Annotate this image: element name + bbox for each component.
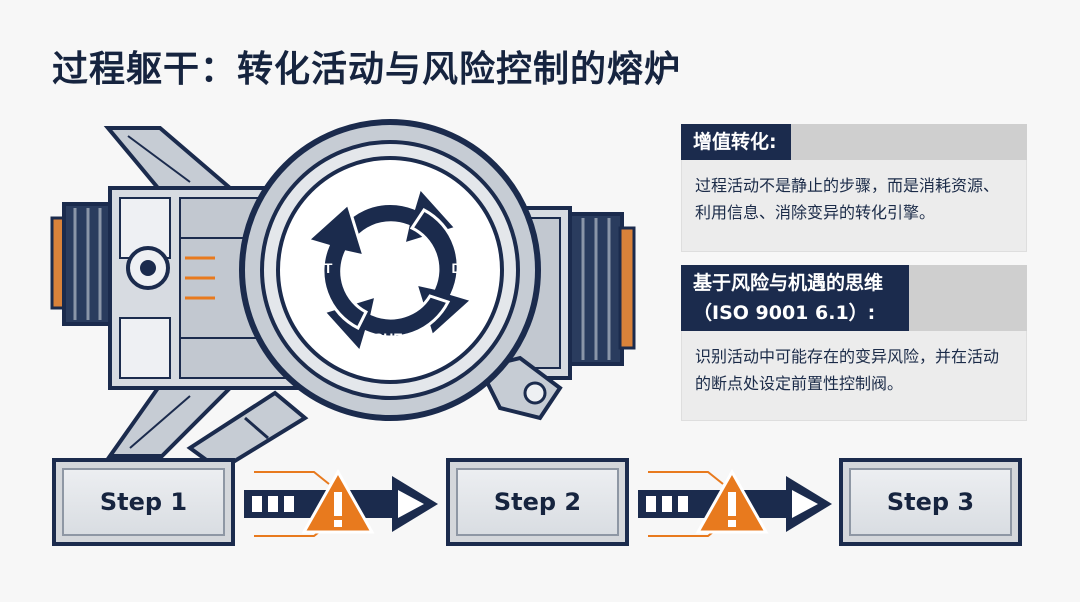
machine-illustration: PLAN DO CHECK ACT: [50, 119, 636, 470]
card-heading: 基于风险与机遇的思维 （ISO 9001 6.1）:: [681, 265, 909, 331]
step-label: Step 1: [99, 488, 188, 516]
step-label: Step 2: [493, 488, 582, 516]
card-body: 过程活动不是静止的步骤，而是消耗资源、利用信息、消除变异的转化引擎。: [695, 176, 1000, 222]
connector-1: [244, 468, 438, 537]
pdca-act: ACT: [304, 260, 333, 276]
card-header: 基于风险与机遇的思维 （ISO 9001 6.1）:: [681, 265, 1027, 331]
info-card-value-transformation: 增值转化: 过程活动不是静止的步骤，而是消耗资源、利用信息、消除变异的转化引擎。: [681, 124, 1027, 252]
pdca-check: CHECK: [373, 330, 423, 346]
magnifier-handle: [186, 390, 309, 470]
card-heading-line2: （ISO 9001 6.1）:: [693, 302, 876, 324]
card-heading: 增值转化:: [681, 124, 791, 160]
card-header: 增值转化:: [681, 124, 1027, 160]
step-box-2: Step 2: [446, 458, 629, 546]
cycle-arrows-icon: [305, 185, 475, 355]
step-box-1: Step 1: [52, 458, 235, 546]
pdca-plan: PLAN: [369, 189, 407, 205]
card-heading-line1: 基于风险与机遇的思维: [693, 272, 884, 294]
info-card-risk-thinking: 基于风险与机遇的思维 （ISO 9001 6.1）: 识别活动中可能存在的变异风…: [681, 265, 1027, 421]
card-body: 识别活动中可能存在的变异风险，并在活动的断点处设定前置性控制阀。: [695, 347, 1000, 393]
top-fin: [103, 126, 236, 190]
pdca-do: DO: [452, 260, 473, 276]
connector-2: [638, 468, 832, 537]
step-label: Step 3: [886, 488, 975, 516]
warning-icon: [695, 468, 769, 534]
step-box-3: Step 3: [839, 458, 1022, 546]
page-title: 过程躯干：转化活动与风险控制的熔炉: [52, 49, 682, 90]
right-engine-cap: [618, 226, 636, 350]
warning-icon: [301, 468, 375, 534]
